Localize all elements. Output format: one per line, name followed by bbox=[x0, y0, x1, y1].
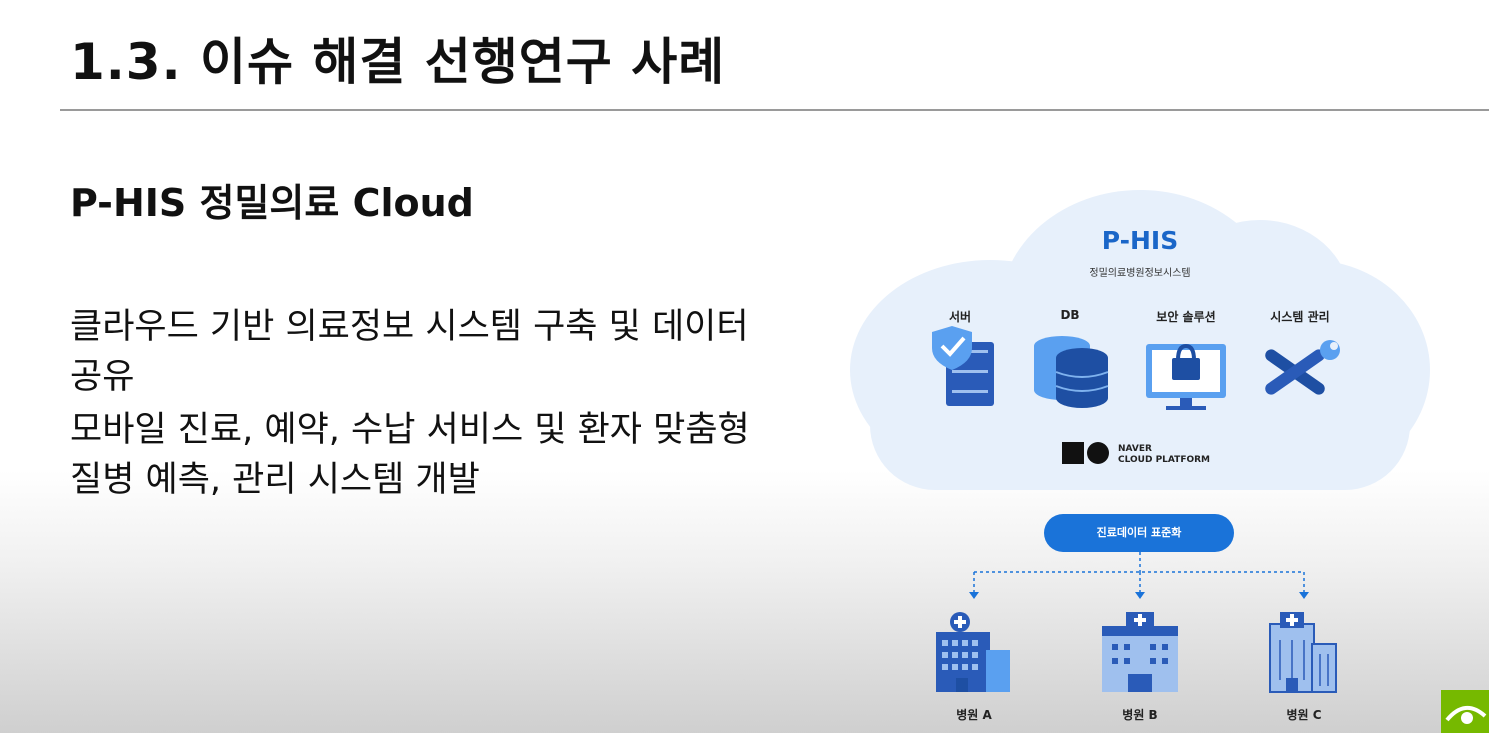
hospital-a-icon bbox=[936, 612, 1010, 692]
service-label-db: DB bbox=[1060, 308, 1080, 322]
bullet-text-1: 클라우드 기반 의료정보 시스템 구축 및 데이터 공유 bbox=[70, 307, 749, 397]
hospital-c-icon bbox=[1269, 612, 1337, 693]
service-label-security: 보안 솔루션 bbox=[1156, 310, 1216, 324]
database-icon bbox=[1034, 336, 1109, 408]
hospital-b-icon bbox=[1102, 612, 1178, 692]
service-label-system-management: 시스템 관리 bbox=[1270, 310, 1330, 324]
data-standardization-pill: 진료데이터 표준화 bbox=[1044, 514, 1234, 552]
corner-logo bbox=[1441, 690, 1489, 733]
service-label-server: 서버 bbox=[948, 310, 972, 324]
slide-title: 1.3. 이슈 해결 선행연구 사례 bbox=[70, 33, 726, 91]
cloud-subtitle: 정밀의료병원정보시스템 bbox=[1089, 268, 1191, 279]
tools-icon bbox=[1265, 340, 1340, 395]
hospital-a-label: 병원 A bbox=[956, 708, 992, 722]
platform-name-line2: CLOUD PLATFORM bbox=[1118, 455, 1211, 465]
platform-name: NAVER CLOUD PLATFORM bbox=[1118, 444, 1210, 466]
connector-lines bbox=[973, 552, 1305, 594]
section-subtitle: P-HIS 정밀의료 Cloud bbox=[70, 181, 474, 225]
server-shield-icon bbox=[932, 326, 994, 406]
platform-name-line1: NAVER bbox=[1118, 444, 1152, 454]
security-monitor-icon bbox=[1146, 343, 1226, 410]
hospital-c-label: 병원 C bbox=[1286, 708, 1322, 722]
naver-cloud-logo bbox=[1062, 442, 1109, 464]
cloud-title: P-HIS bbox=[1101, 226, 1179, 255]
bullet-text-2: 모바일 진료, 예약, 수납 서비스 및 환자 맞춤형 질병 예측, 관리 시스… bbox=[70, 410, 750, 500]
title-divider bbox=[60, 109, 1489, 111]
hospital-b-label: 병원 B bbox=[1122, 708, 1158, 722]
architecture-diagram: P-HIS 정밀의료병원정보시스템 서버 DB 보안 솔루션 시스템 관리 NA… bbox=[840, 180, 1440, 733]
eye-logo-icon bbox=[1445, 706, 1487, 724]
